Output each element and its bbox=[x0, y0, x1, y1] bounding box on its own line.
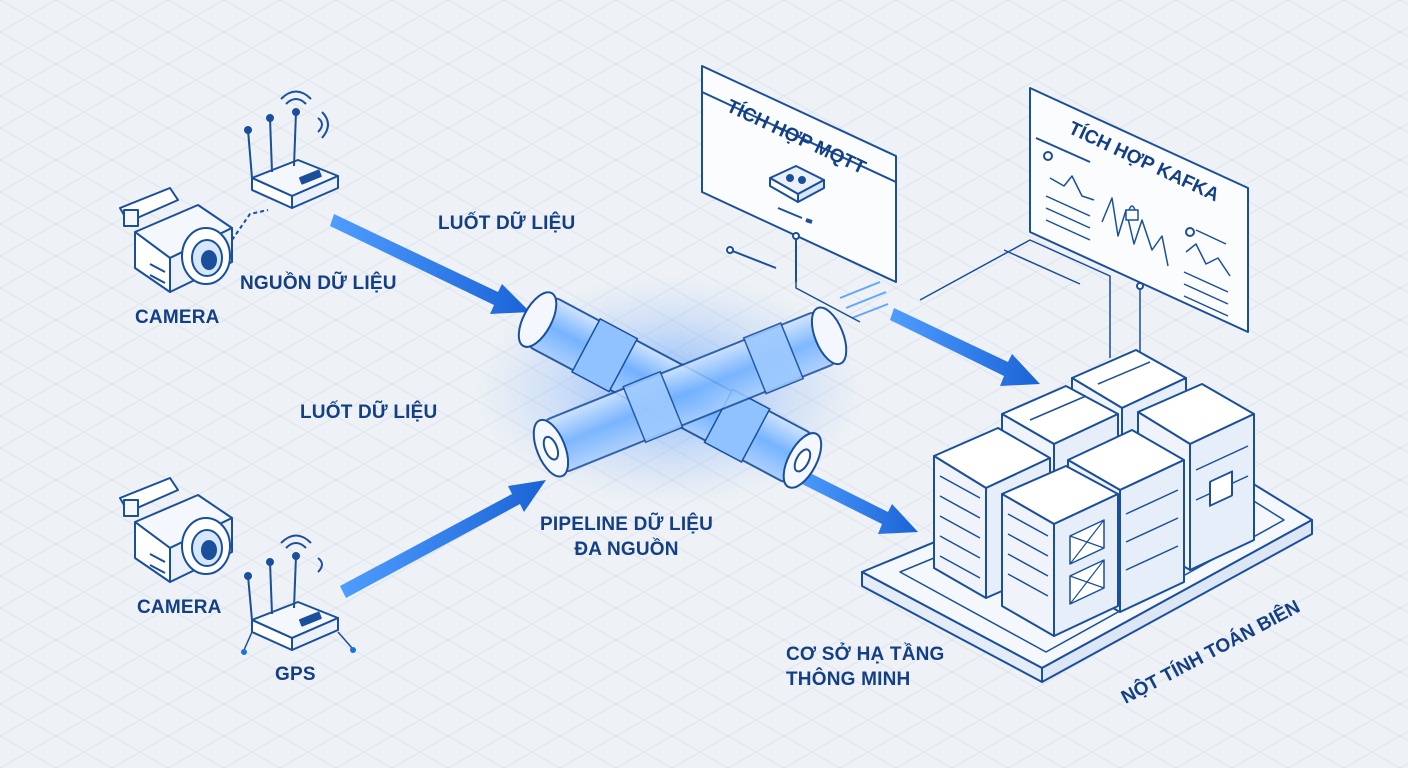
pipeline-caption: PIPELINE DỮ LIỆU ĐA NGUỒN bbox=[540, 512, 713, 562]
pipeline-line1: PIPELINE DỮ LIỆU bbox=[540, 514, 714, 535]
gps-device-icon bbox=[241, 534, 356, 655]
camera-top-label: CAMERA bbox=[135, 307, 220, 328]
pipeline-icon bbox=[480, 280, 860, 500]
camera-bottom-label: CAMERA bbox=[137, 597, 222, 618]
flow-arrows bbox=[330, 214, 1040, 598]
infra-line2: THÔNG MINH bbox=[786, 669, 911, 690]
data-source-label: NGUỒN DỮ LIỆU bbox=[240, 273, 397, 294]
camera-icon bbox=[119, 187, 233, 293]
pipeline-line2: ĐA NGUỒN bbox=[574, 539, 679, 560]
mqtt-panel-icon bbox=[701, 65, 897, 323]
data-flow-mid-label: LUỐT DỮ LIỆU bbox=[300, 402, 438, 423]
arrow-pipeline-to-servers bbox=[794, 468, 918, 534]
arrow-gps-to-pipeline bbox=[340, 480, 546, 598]
gps-label: GPS bbox=[275, 664, 316, 685]
arrow-camera-to-pipeline bbox=[330, 214, 530, 314]
infra-line1: CƠ SỞ HẠ TẦNG bbox=[786, 644, 945, 665]
arrow-pipeline-to-mqtt bbox=[890, 308, 1040, 386]
router-icon bbox=[231, 90, 339, 241]
kafka-panel-icon bbox=[919, 87, 1249, 392]
data-flow-top-label: LUỐT DỮ LIỆU bbox=[438, 213, 576, 234]
server-rack-icon bbox=[861, 349, 1313, 683]
infra-caption: CƠ SỞ HẠ TẦNG THÔNG MINH bbox=[786, 642, 945, 692]
camera-icon bbox=[119, 477, 233, 583]
